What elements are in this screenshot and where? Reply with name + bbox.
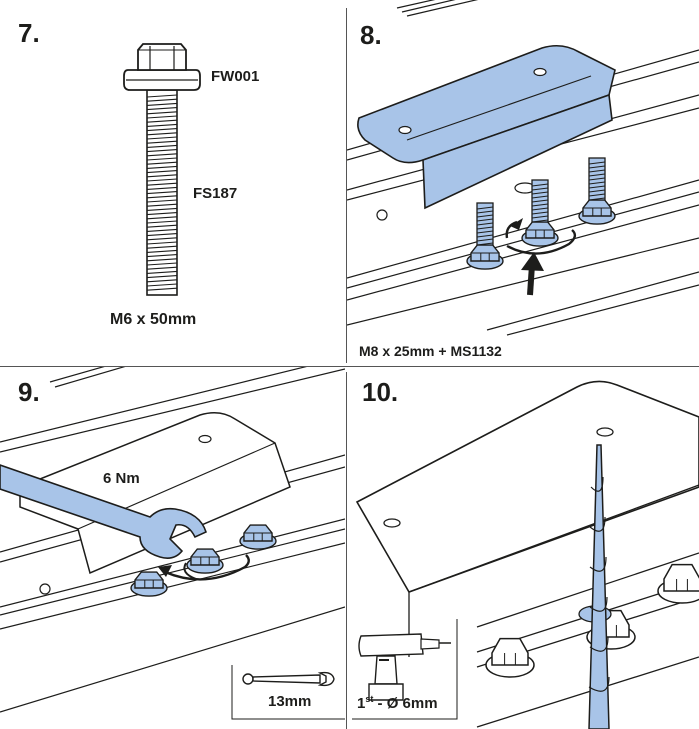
step-10-number: 10.	[362, 377, 399, 407]
step-7-panel: 7. FW001 FS187 M6 x 50mm	[0, 0, 345, 365]
horizontal-divider	[0, 366, 699, 367]
bolt-icon	[123, 43, 201, 296]
drill-ordinal-suffix: st	[365, 694, 374, 704]
bolt-size-label: M6 x 50mm	[110, 311, 197, 328]
bolt-icon	[466, 202, 504, 270]
step-8-illustration	[347, 0, 699, 336]
arrow-up-icon	[521, 252, 544, 296]
step-8-number: 8.	[360, 20, 382, 50]
drill-size-label: 1st - Ø 6mm	[357, 694, 438, 712]
wrench-small-icon	[242, 671, 335, 687]
drill-ordinal: 1	[357, 695, 366, 712]
vertical-divider-bottom	[346, 372, 347, 729]
step-10-panel: 10.	[347, 367, 699, 729]
vertical-divider-top	[346, 8, 347, 363]
screw-label: FS187	[193, 185, 238, 202]
drill-icon	[358, 633, 451, 701]
bolt-icon	[239, 524, 277, 550]
step-7-number: 7.	[18, 18, 40, 48]
parts-label: M8 x 25mm + MS1132	[359, 343, 502, 359]
bolt-icon	[657, 563, 699, 604]
bolt-icon	[521, 179, 559, 247]
bolt-icon	[485, 637, 535, 678]
bolt-icon	[130, 571, 168, 597]
step-9-illustration	[0, 367, 345, 720]
wrench-icon	[0, 464, 207, 559]
wrench-size-label: 13mm	[268, 693, 312, 710]
bracket-icon	[357, 44, 616, 210]
bolt-icon	[578, 157, 616, 225]
bolt-icon	[186, 548, 224, 574]
step-9-number: 9.	[18, 377, 40, 407]
torque-label: 6 Nm	[103, 470, 140, 487]
step-9-panel: 9.	[0, 367, 345, 729]
step-8-panel: 8.	[347, 0, 699, 365]
washer-label: FW001	[211, 68, 260, 85]
drill-diameter: - Ø 6mm	[373, 695, 438, 712]
step-10-illustration	[352, 380, 699, 729]
drill-bit-icon	[588, 444, 610, 729]
